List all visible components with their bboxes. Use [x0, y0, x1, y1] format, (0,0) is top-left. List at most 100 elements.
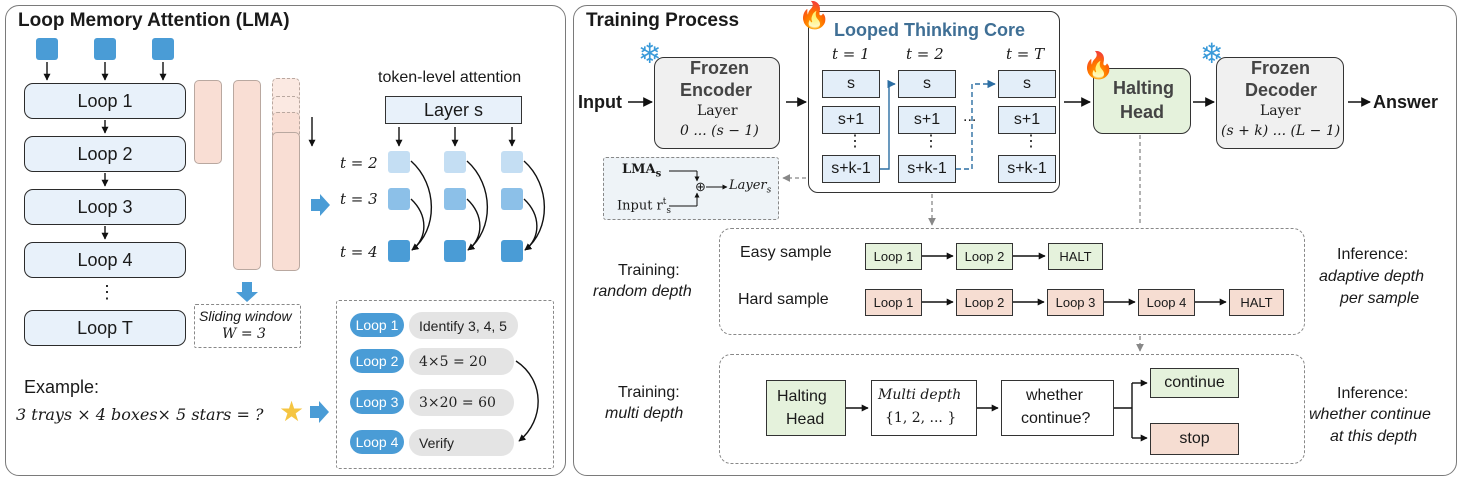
lma-formula-lma: LMAs — [622, 162, 662, 180]
core-t-2: t = 2 — [906, 45, 944, 63]
token-attention-title: token-level attention — [378, 69, 522, 86]
multi-halting-head-box — [766, 380, 846, 436]
stop-node: stop — [1150, 423, 1239, 455]
hard-chip-loop-3: Loop 3 — [1047, 289, 1104, 316]
attn-token-c3-t2 — [501, 151, 523, 173]
lma-formula-box — [603, 157, 779, 220]
loop-box-2: Loop 2 — [24, 136, 186, 172]
attn-token-c1-t4 — [388, 240, 410, 262]
multi-depth-node-2: {1, 2, ... } — [885, 410, 957, 426]
halting-head-title-2: Head — [1120, 102, 1165, 122]
example-label: Example: — [24, 377, 100, 397]
continue-node: continue — [1150, 368, 1239, 398]
core-cell-T-sk1: s+k-1 — [998, 155, 1056, 183]
sliding-window-box — [194, 304, 301, 348]
answer-label: Answer — [1373, 92, 1439, 112]
fire-icon: 🔥 — [798, 0, 831, 30]
multi-depth-node-1: Multi depth — [878, 387, 962, 403]
multi-halting-head-1: Halting — [777, 388, 827, 405]
multi-depth-inference-3: at this depth — [1330, 428, 1418, 445]
decoder-layer: Layer — [1260, 103, 1301, 119]
encoder-title-1: Frozen — [690, 58, 750, 78]
memory-bar-1 — [194, 80, 222, 164]
example-step-3: 3×20 = 60 — [409, 389, 514, 416]
core-cell-2-dots: ⋮ — [923, 133, 939, 150]
core-cell-2-sk1: s+k-1 — [898, 155, 956, 183]
multi-halting-head-2: Head — [786, 411, 825, 428]
hard-chip-loop-1: Loop 1 — [865, 289, 922, 316]
input-label: Input — [578, 92, 622, 112]
encoder-title-2: Encoder — [680, 80, 753, 100]
core-title: Looped Thinking Core — [834, 20, 1025, 40]
example-step-4: Verify — [409, 429, 514, 456]
example-loop-3: Loop 3 — [350, 390, 404, 414]
easy-sample-label: Easy sample — [740, 244, 832, 261]
example-step-1: Identify 3, 4, 5 — [409, 312, 518, 339]
core-cell-2-s1: s+1 — [898, 106, 956, 134]
example-step-2: 4×5 = 20 — [409, 348, 514, 375]
fire-icon: 🔥 — [1082, 50, 1115, 80]
core-ellipsis: ... — [963, 108, 977, 125]
input-token-2 — [94, 38, 116, 60]
example-loop-1: Loop 1 — [350, 313, 404, 337]
easy-chip-loop-1: Loop 1 — [865, 243, 922, 270]
decoder-title-1: Frozen — [1251, 58, 1311, 78]
memory-bar-3 — [272, 132, 300, 271]
easy-chip-loop-2: Loop 2 — [956, 243, 1013, 270]
loop-ellipsis: ⋮ — [98, 282, 116, 302]
random-depth-inference-3: per sample — [1340, 290, 1420, 307]
sliding-window-label: Sliding window — [199, 308, 292, 324]
random-depth-training-2: random depth — [593, 283, 692, 300]
core-cell-T-dots: ⋮ — [1023, 133, 1039, 150]
loop-box-3: Loop 3 — [24, 189, 186, 225]
example-equation: 3 trays × 4 boxes× 5 stars = ? — [16, 405, 264, 424]
core-cell-T-s: s — [998, 70, 1056, 98]
whether-continue-node — [1001, 380, 1114, 436]
snowflake-icon: ❄ — [638, 38, 662, 69]
whether-continue-2: continue? — [1021, 410, 1091, 427]
example-loop-2: Loop 2 — [350, 349, 404, 373]
hard-chip-loop-2: Loop 2 — [956, 289, 1013, 316]
attn-token-c1-t3 — [388, 188, 410, 210]
hard-chip-loop-4: Loop 4 — [1138, 289, 1195, 316]
random-depth-box — [719, 228, 1305, 335]
core-t-T: t = T — [1006, 45, 1045, 63]
lma-formula-layer: Layers — [729, 178, 772, 196]
multi-depth-box — [719, 354, 1305, 464]
core-t-1: t = 1 — [832, 45, 870, 63]
loop-box-T: Loop T — [24, 310, 186, 346]
example-loop-4: Loop 4 — [350, 430, 404, 454]
core-cell-1-s1: s+1 — [822, 106, 880, 134]
training-title: Training Process — [586, 10, 740, 31]
loop-box-1: Loop 1 — [24, 83, 186, 119]
core-cell-1-sk1: s+k-1 — [822, 155, 880, 183]
hard-chip-halt: HALT — [1229, 289, 1284, 316]
t-label-2: t = 2 — [340, 154, 378, 172]
layer-s-box: Layer s — [385, 96, 522, 124]
whether-continue-1: whether — [1026, 387, 1083, 404]
core-cell-1-s: s — [822, 70, 880, 98]
attn-token-c2-t2 — [444, 151, 466, 173]
decoder-range: (s + k) ... (L − 1) — [1221, 123, 1341, 139]
attn-token-c2-t4 — [444, 240, 466, 262]
lma-formula-oplus: ⊕ — [695, 179, 706, 194]
multi-depth-training-1: Training: — [618, 384, 680, 401]
core-cell-1-dots: ⋮ — [847, 133, 863, 150]
multi-depth-inference-2: whether continue — [1309, 406, 1431, 423]
multi-depth-node — [871, 380, 977, 436]
attn-token-c3-t4 — [501, 240, 523, 262]
attn-token-c2-t3 — [444, 188, 466, 210]
easy-chip-halt: HALT — [1048, 243, 1103, 270]
sliding-window-value: W = 3 — [222, 326, 266, 342]
core-cell-T-s1: s+1 — [998, 106, 1056, 134]
lma-title: Loop Memory Attention (LMA) — [18, 10, 290, 31]
lma-formula-input: Input rts — [617, 197, 672, 216]
halting-head-box — [1093, 68, 1191, 134]
encoder-range: 0 ... (s − 1) — [680, 123, 759, 139]
frozen-encoder-box — [654, 57, 780, 149]
hard-sample-label: Hard sample — [738, 291, 829, 308]
input-token-3 — [152, 38, 174, 60]
random-depth-training-1: Training: — [618, 262, 680, 279]
encoder-layer: Layer — [697, 103, 738, 119]
